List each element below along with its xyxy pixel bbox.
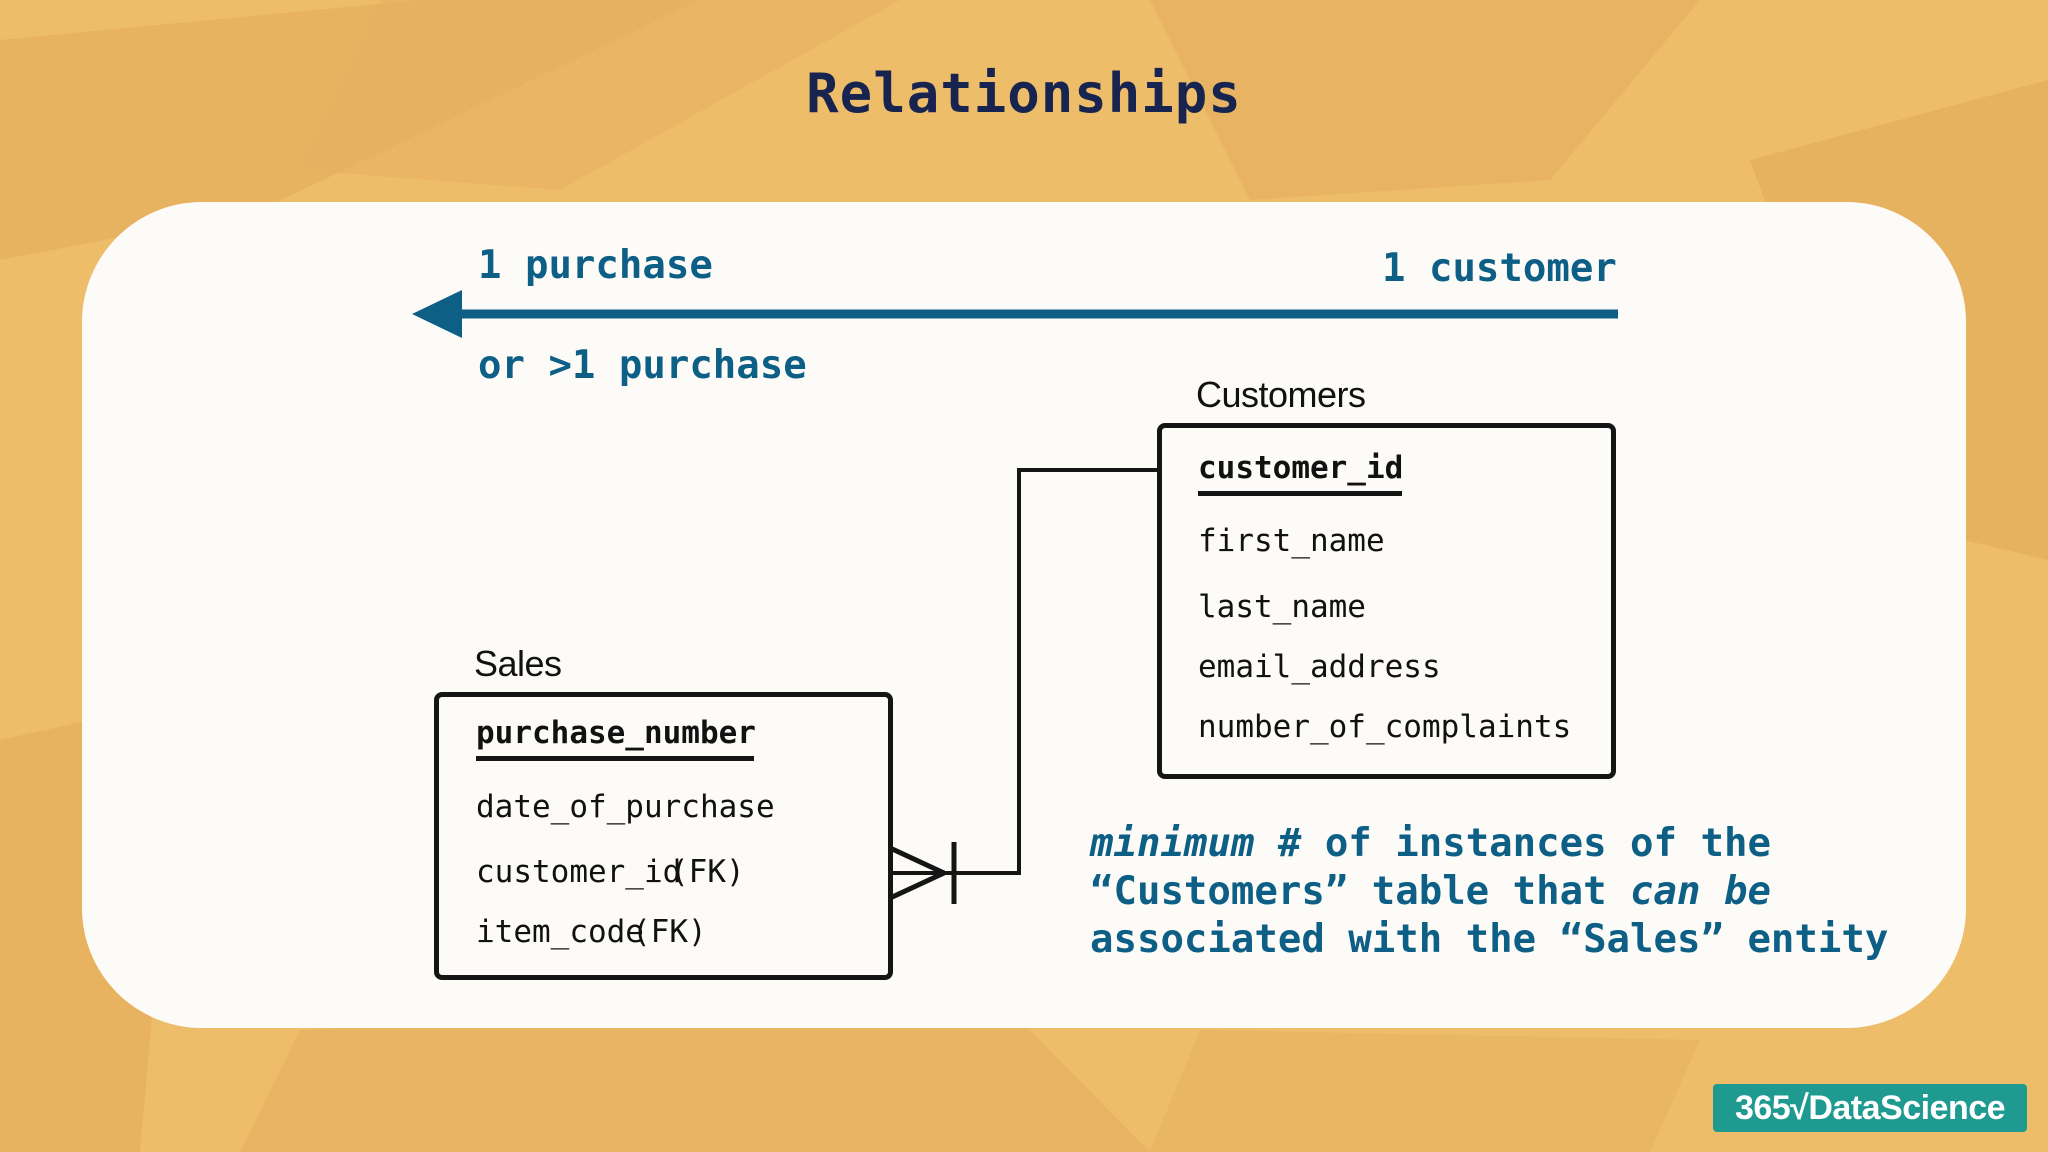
customers-table-name: Customers bbox=[1196, 374, 1366, 415]
note-line-2: “Customers” table that can be bbox=[1090, 869, 1771, 914]
content-card bbox=[82, 202, 1966, 1028]
sales-field: item_code bbox=[476, 914, 644, 950]
customers-primary-key: customer_id bbox=[1198, 450, 1404, 486]
sales-field: customer_id bbox=[476, 854, 682, 890]
primary-key-underline bbox=[1198, 491, 1402, 496]
sales-table: purchase_number date_of_purchase custome… bbox=[434, 692, 893, 980]
customers-field: email_address bbox=[1198, 649, 1441, 685]
note-line-1: minimum # of instances of the bbox=[1090, 821, 1771, 866]
foreign-key-label: (FK) bbox=[670, 854, 745, 890]
sales-primary-key: purchase_number bbox=[476, 715, 756, 751]
foreign-key-label: (FK) bbox=[632, 914, 707, 950]
arrow-label-one-customer: 1 customer bbox=[1382, 246, 1617, 291]
note-line-3: associated with the “Sales” entity bbox=[1090, 917, 1889, 962]
customers-field: last_name bbox=[1198, 589, 1366, 625]
primary-key-underline bbox=[476, 756, 754, 761]
customers-table: customer_id first_name last_name email_a… bbox=[1157, 423, 1616, 779]
page-title: Relationships bbox=[806, 62, 1242, 125]
arrow-label-one-purchase: 1 purchase bbox=[478, 243, 713, 288]
sales-table-name: Sales bbox=[474, 643, 562, 684]
brand-logo: 365√DataScience bbox=[1713, 1084, 2027, 1132]
arrow-label-many-purchases: or >1 purchase bbox=[478, 343, 807, 388]
sales-field: date_of_purchase bbox=[476, 789, 775, 825]
customers-field: number_of_complaints bbox=[1198, 709, 1572, 745]
cardinality-note: minimum # of instances of the “Customers… bbox=[1090, 820, 1888, 964]
customers-field: first_name bbox=[1198, 523, 1385, 559]
